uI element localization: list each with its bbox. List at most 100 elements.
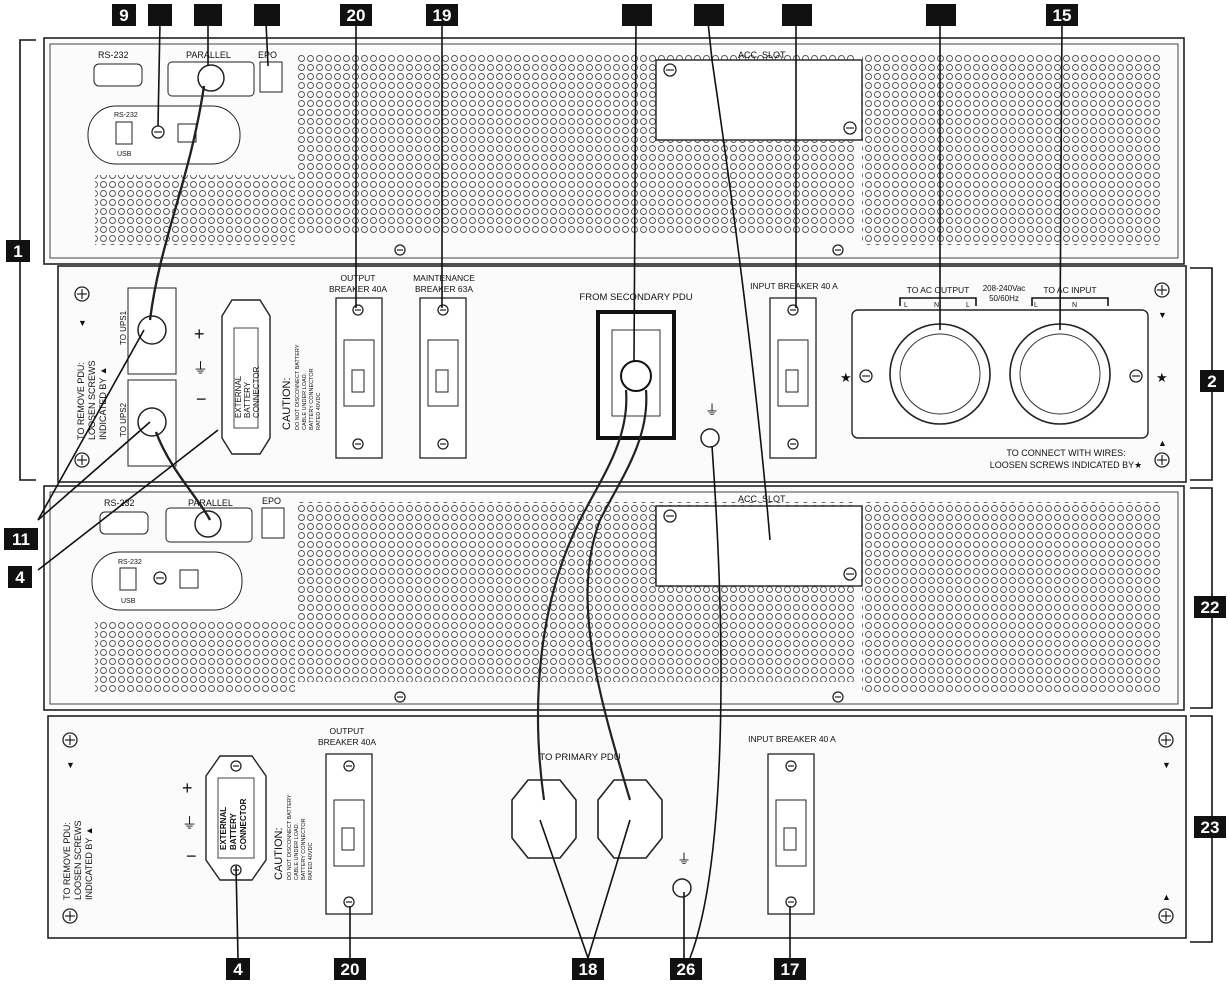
usb-label: USB xyxy=(121,598,136,605)
svg-text:DO NOT DISCONNECT BATTERY: DO NOT DISCONNECT BATTERY xyxy=(287,794,293,880)
callout-tag-20: 20 xyxy=(334,958,366,980)
svg-text:CABLE UNDER LOAD.: CABLE UNDER LOAD. xyxy=(302,372,308,430)
parallel-cable xyxy=(154,431,211,521)
caution-note: CAUTION: DO NOT DISCONNECT BATTERY CABLE… xyxy=(281,344,322,430)
maint-breaker-label: BREAKER 63A xyxy=(415,284,473,294)
ups-unit-bottom: RS-232 PARALLEL EPO RS-232 USB ACC. SLOT xyxy=(43,485,1185,711)
to-ac-input-label: TO AC INPUT xyxy=(1043,285,1096,295)
rs232-port[interactable] xyxy=(99,511,149,535)
parallel-label: PARALLEL xyxy=(188,498,233,508)
epo-port[interactable] xyxy=(259,61,283,93)
svg-text:4: 4 xyxy=(15,568,25,587)
svg-text:CONNECTOR: CONNECTOR xyxy=(252,366,261,418)
callout-tag xyxy=(782,4,812,26)
svg-text:DO NOT DISCONNECT BATTERY: DO NOT DISCONNECT BATTERY xyxy=(295,344,301,430)
svg-text:9: 9 xyxy=(119,6,128,25)
callout-tag-2: 2 xyxy=(1200,370,1224,392)
svg-text:CONNECTOR: CONNECTOR xyxy=(239,798,248,850)
terminal-l: L xyxy=(1034,302,1038,309)
ground-lug[interactable] xyxy=(672,878,692,898)
connect-wires-note: TO CONNECT WITH WIRES: xyxy=(1006,448,1125,458)
svg-text:RATED 40VDC: RATED 40VDC xyxy=(316,392,322,430)
connector-label-plate xyxy=(233,327,259,429)
caution-note: CAUTION: DO NOT DISCONNECT BATTERY CABLE… xyxy=(273,794,314,880)
callout-tag-18: 18 xyxy=(572,958,604,980)
breaker-toggle[interactable] xyxy=(341,827,355,851)
minus-sign: − xyxy=(186,846,197,866)
svg-text:17: 17 xyxy=(781,960,800,979)
callout-tag-15: 15 xyxy=(1046,4,1078,26)
from-secondary-label: FROM SECONDARY PDU xyxy=(579,292,692,303)
usb-port[interactable] xyxy=(179,569,199,589)
svg-text:EXTERNAL: EXTERNAL xyxy=(219,807,228,850)
rs232-port[interactable] xyxy=(93,63,143,87)
screw-icon xyxy=(843,121,857,135)
remove-pdu-note: TO REMOVE PDU: LOOSEN SCREWS INDICATED B… xyxy=(62,820,94,900)
svg-text:TO REMOVE PDU:: TO REMOVE PDU: xyxy=(62,822,72,900)
ground-lug[interactable] xyxy=(700,428,720,448)
rs232-label: RS-232 xyxy=(104,498,135,508)
triangle-marker: ▼ xyxy=(1158,310,1167,320)
svg-text:CAUTION:: CAUTION: xyxy=(281,377,293,430)
screw-icon xyxy=(394,244,406,256)
callout-tag-23: 23 xyxy=(1194,816,1226,838)
ground-symbol: ⏚ xyxy=(182,815,197,832)
callout-tag-19: 19 xyxy=(426,4,458,26)
callout-tag-17: 17 xyxy=(774,958,806,980)
svg-text:1: 1 xyxy=(13,242,22,261)
callout-tag-26: 26 xyxy=(670,958,702,980)
triangle-marker: ▼ xyxy=(78,318,87,328)
screw-icon xyxy=(1154,452,1170,468)
ext-battery-text: EXTERNAL BATTERY CONNECTOR xyxy=(219,798,248,850)
screw-icon xyxy=(343,760,355,772)
callout-tag-22: 22 xyxy=(1194,596,1226,618)
screw-icon xyxy=(832,691,844,703)
callout-tag-9: 9 xyxy=(112,4,136,26)
screw-icon xyxy=(74,286,90,302)
breaker-toggle[interactable] xyxy=(785,369,799,393)
svg-text:RATED 40VDC: RATED 40VDC xyxy=(308,842,314,880)
input-breaker-label: INPUT BREAKER 40 A xyxy=(748,734,836,744)
terminal-n: N xyxy=(1072,302,1077,309)
rs232-label: RS-232 xyxy=(98,50,129,60)
screw-icon xyxy=(437,438,449,450)
parallel-cable-plug xyxy=(194,510,222,538)
accessory-slot[interactable] xyxy=(655,505,863,587)
vent-grille xyxy=(95,175,295,245)
dip-switch[interactable] xyxy=(119,567,137,591)
minus-sign: − xyxy=(196,389,207,409)
dip-switch[interactable] xyxy=(115,121,133,145)
screw-icon xyxy=(1129,369,1143,383)
rs232-small-label: RS-232 xyxy=(114,112,138,119)
svg-text:BATTERY CONNECTOR: BATTERY CONNECTOR xyxy=(301,818,307,880)
screw-icon xyxy=(352,304,364,316)
svg-text:BATTERY: BATTERY xyxy=(243,381,252,418)
to-ups2-label: TO UPS2 xyxy=(119,402,128,437)
epo-port[interactable] xyxy=(261,507,285,539)
breaker-toggle[interactable] xyxy=(351,369,365,393)
screw-icon xyxy=(843,567,857,581)
screw-icon xyxy=(1158,732,1174,748)
breaker-toggle[interactable] xyxy=(783,827,797,851)
svg-text:20: 20 xyxy=(341,960,360,979)
svg-text:11: 11 xyxy=(12,530,30,549)
accessory-slot[interactable] xyxy=(655,59,863,141)
ground-symbol: ⏚ xyxy=(677,851,691,867)
star-marker: ★ xyxy=(1156,370,1168,385)
svg-text:CABLE UNDER LOAD.: CABLE UNDER LOAD. xyxy=(294,822,300,880)
vent-grille xyxy=(95,622,295,692)
svg-text:CAUTION:: CAUTION: xyxy=(273,827,285,880)
connector-ring xyxy=(1019,333,1101,415)
callout-tag xyxy=(148,4,172,26)
screw-icon xyxy=(151,125,165,139)
breaker-toggle[interactable] xyxy=(435,369,449,393)
screw-icon xyxy=(153,571,167,585)
screw-icon xyxy=(663,509,677,523)
screw-icon xyxy=(62,732,78,748)
primary-input-socket-2[interactable] xyxy=(597,779,663,859)
callout-tag xyxy=(622,4,652,26)
primary-input-socket-1[interactable] xyxy=(511,779,577,859)
connect-wires-note: LOOSEN SCREWS INDICATED BY★ xyxy=(990,460,1142,470)
svg-text:26: 26 xyxy=(677,960,696,979)
ext-battery-text: EXTERNAL BATTERY CONNECTOR xyxy=(234,366,261,418)
